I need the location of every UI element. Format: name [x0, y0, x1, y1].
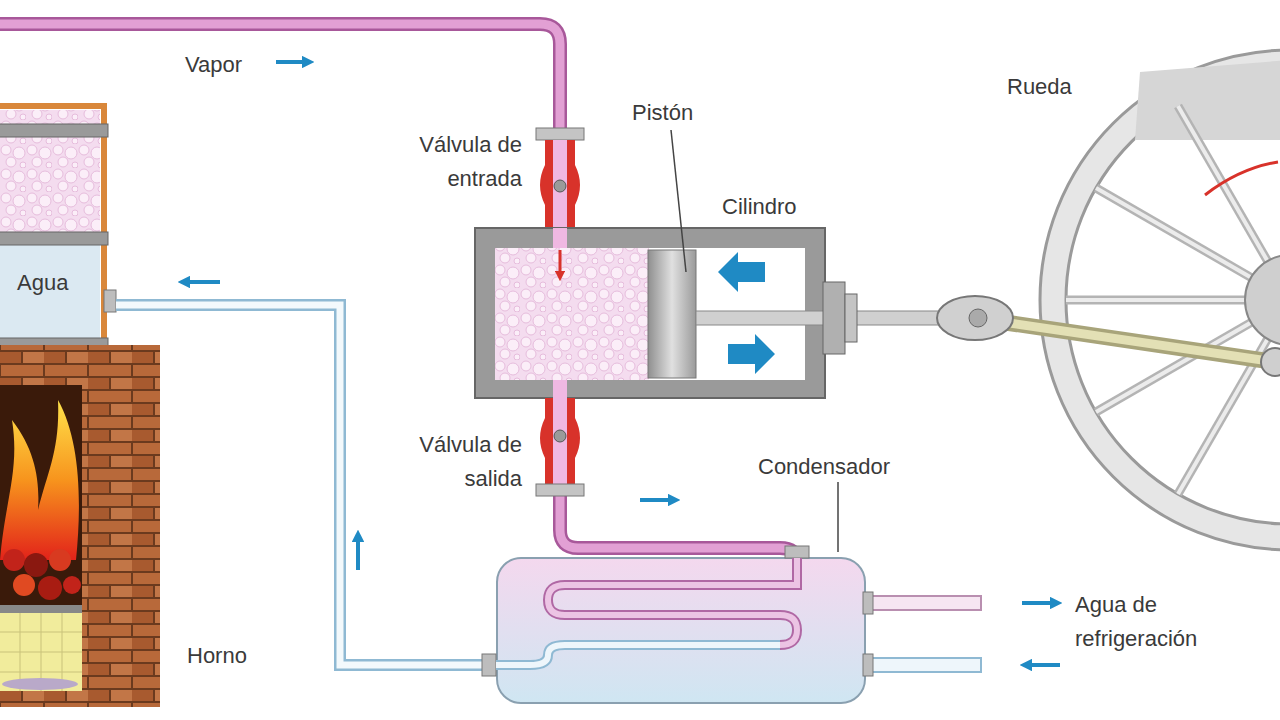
inlet-valve: [536, 128, 584, 140]
outlet-valve: [560, 495, 797, 562]
flow-arrow: [356, 536, 360, 570]
outlet-valve: [536, 484, 584, 496]
water-pipe: [116, 305, 492, 665]
leader-line: [671, 130, 838, 552]
inlet-valve: [536, 128, 584, 228]
cylinder: [553, 228, 567, 248]
flow-arrow: [640, 498, 674, 502]
boiler: [0, 124, 108, 137]
flywheel: [1040, 50, 1280, 550]
boiler: [0, 232, 108, 245]
furnace: [24, 553, 48, 577]
part-label: Cilindro: [722, 190, 797, 224]
condenser: [497, 558, 865, 703]
outlet-valve: [536, 398, 797, 562]
outlet-valve: [554, 430, 566, 442]
connecting-rod: [1261, 348, 1280, 376]
water-pipe: [116, 305, 492, 665]
outlet-valve: [540, 398, 580, 484]
cylinder: [495, 248, 649, 380]
condenser: [863, 654, 873, 676]
furnace: [0, 345, 160, 707]
flywheel: [1066, 76, 1280, 524]
furnace: [0, 345, 160, 707]
furnace: [63, 576, 81, 594]
leader-line: [837, 482, 839, 552]
furnace: [0, 385, 82, 615]
part-label: Agua: [14, 266, 71, 300]
flow-arrow: [184, 62, 1060, 665]
furnace: [38, 576, 62, 600]
condenser: [865, 596, 981, 610]
cylinder: [648, 250, 696, 378]
part-label: Válvula de salida: [410, 428, 522, 496]
cylinder: [553, 380, 567, 398]
leader-line: [671, 130, 686, 272]
flow-arrow: [1022, 601, 1056, 605]
condenser: [548, 558, 797, 645]
flywheel: [1245, 255, 1280, 345]
connecting-rod: [975, 318, 1275, 362]
part-label: Rueda: [1007, 70, 1072, 104]
condenser: [548, 558, 797, 645]
furnace: [0, 605, 82, 613]
part-label: Válvula de entrada: [410, 128, 522, 196]
furnace: [0, 613, 82, 691]
furnace: [13, 574, 35, 596]
condenser: [785, 546, 809, 558]
flywheel: [1135, 60, 1280, 140]
part-label: Agua de refrigeración: [1075, 588, 1235, 656]
condenser: [482, 546, 981, 703]
cylinder: [559, 250, 562, 276]
furnace: [2, 678, 78, 690]
outlet-valve: [560, 495, 797, 562]
furnace: [49, 549, 71, 571]
flywheel: [1205, 162, 1278, 195]
furnace: [0, 400, 79, 560]
condenser: [865, 658, 981, 672]
cylinder: [696, 311, 942, 325]
boiler: [0, 106, 116, 387]
part-label: Vapor: [185, 48, 242, 82]
boiler: [104, 290, 116, 312]
furnace: [0, 613, 82, 691]
flywheel: [1040, 50, 1280, 550]
cylinder: [728, 334, 775, 374]
cylinder: [718, 252, 765, 292]
condenser: [496, 645, 780, 665]
water-pipe: [116, 305, 492, 665]
outlet-valve: [553, 398, 567, 484]
inlet-valve: [540, 140, 580, 228]
connecting-rod: [937, 296, 1280, 376]
flow-arrow: [184, 280, 220, 284]
flow-arrow: [1026, 663, 1060, 667]
connecting-rod: [969, 309, 987, 327]
inlet-valve: [554, 180, 566, 192]
part-label: Pistón: [632, 96, 693, 130]
part-label: Horno: [187, 639, 247, 673]
condenser: [863, 592, 873, 614]
cylinder: [823, 282, 845, 354]
connecting-rod: [975, 318, 1275, 362]
flow-arrow: [276, 60, 308, 64]
connecting-rod: [937, 296, 1013, 340]
inlet-valve: [553, 140, 567, 228]
condenser: [482, 654, 496, 676]
cylinder: [475, 228, 942, 398]
cylinder: [845, 294, 857, 342]
condenser: [496, 645, 780, 665]
part-label: Condensador: [758, 450, 890, 484]
furnace: [3, 549, 25, 571]
